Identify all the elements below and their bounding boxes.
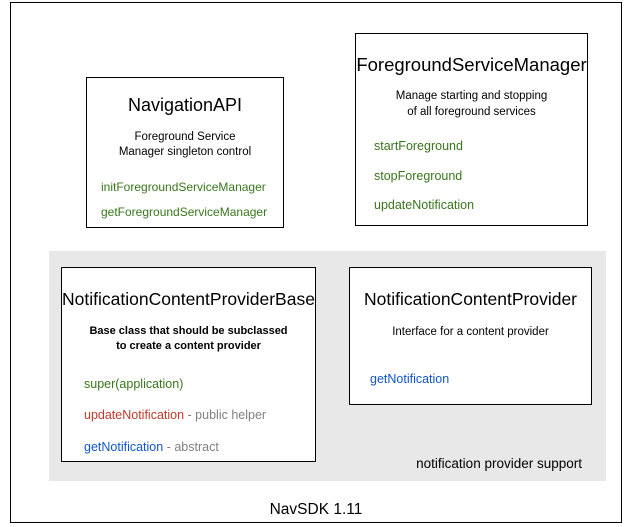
- member-name: stopForeground: [374, 168, 463, 183]
- class-box-notification-content-provider-base[interactable]: NotificationContentProviderBase Base cla…: [61, 267, 316, 462]
- member-list-notification-content-provider-base: super(application) updateNotification - …: [62, 378, 315, 454]
- class-description-line: to create a content provider: [116, 340, 261, 353]
- class-description-line: Manager singleton control: [118, 146, 252, 159]
- member-name: getNotification: [84, 439, 164, 454]
- class-title-navigation-api: NavigationAPI: [127, 95, 243, 115]
- member-name: startForeground: [374, 139, 463, 154]
- class-description-line: Interface for a content provider: [392, 326, 549, 339]
- class-description-line: Base class that should be subclassed: [89, 325, 288, 338]
- member-item[interactable]: stopForeground: [374, 170, 587, 183]
- member-list-foreground-service-manager: startForeground stopForeground updateNot…: [356, 140, 587, 212]
- member-item[interactable]: getNotification: [370, 373, 591, 386]
- member-name: initForegroundServiceManager: [101, 179, 266, 194]
- class-description-line: Foreground Service: [134, 130, 236, 143]
- member-item[interactable]: updateNotification: [374, 199, 587, 212]
- member-name: updateNotification: [84, 408, 185, 423]
- member-name: updateNotification: [374, 198, 475, 213]
- member-list-navigation-api: initForegroundServiceManager getForegrou…: [87, 181, 283, 218]
- member-item[interactable]: initForegroundServiceManager: [101, 181, 283, 193]
- class-title-notification-content-provider-base: NotificationContentProviderBase: [62, 289, 315, 309]
- class-description-line: of all foreground services: [407, 105, 536, 118]
- diagram-caption: NavSDK 1.11: [269, 501, 363, 518]
- class-description-line: Manage starting and stopping: [395, 90, 548, 103]
- member-item[interactable]: super(application): [84, 378, 315, 391]
- class-description-foreground-service-manager: Manage starting and stopping of all fore…: [356, 89, 587, 120]
- member-item[interactable]: getNotification - abstract: [84, 441, 315, 454]
- class-description-navigation-api: Foreground Service Manager singleton con…: [87, 130, 283, 161]
- class-box-notification-content-provider[interactable]: NotificationContentProvider Interface fo…: [349, 267, 592, 405]
- class-box-foreground-service-manager[interactable]: ForegroundServiceManager Manage starting…: [355, 33, 588, 226]
- member-note: - public helper: [184, 408, 267, 423]
- member-item[interactable]: startForeground: [374, 140, 587, 153]
- member-list-notification-content-provider: getNotification: [350, 373, 591, 386]
- member-name: getNotification: [370, 371, 450, 386]
- class-title-notification-content-provider: NotificationContentProvider: [363, 289, 578, 309]
- class-box-navigation-api[interactable]: NavigationAPI Foreground Service Manager…: [86, 77, 284, 228]
- member-name: getForegroundServiceManager: [101, 204, 268, 219]
- class-title-foreground-service-manager: ForegroundServiceManager: [356, 54, 587, 75]
- diagram-frame: notification provider support Navigation…: [10, 2, 622, 523]
- class-description-notification-content-provider: Interface for a content provider: [350, 325, 591, 341]
- group-region-label: notification provider support: [416, 456, 582, 471]
- class-description-notification-content-provider-base: Base class that should be subclassed to …: [62, 324, 315, 354]
- member-name: super(application): [84, 376, 184, 391]
- member-item[interactable]: getForegroundServiceManager: [101, 206, 283, 218]
- member-note: - abstract: [163, 439, 219, 454]
- member-item[interactable]: updateNotification - public helper: [84, 409, 315, 422]
